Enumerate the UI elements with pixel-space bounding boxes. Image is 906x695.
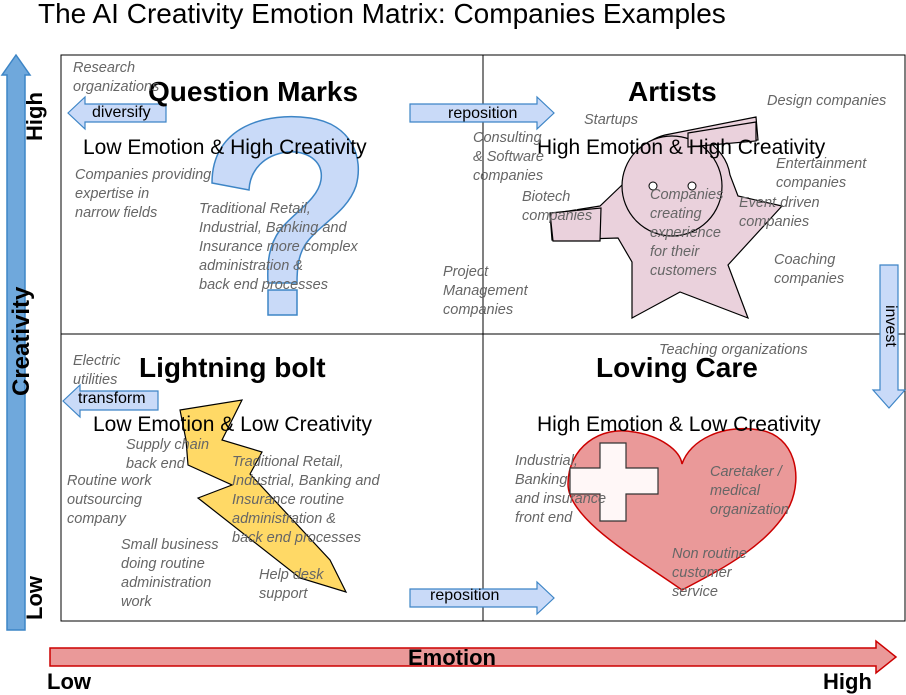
example-expertise-companies: Companies providing expertise in narrow … <box>75 167 212 221</box>
example-caretaker-medical: Caretaker / medical organization <box>710 464 789 518</box>
invest-label: invest <box>882 305 899 347</box>
question-marks-subtitle: Low Emotion & High Creativity <box>83 136 367 159</box>
loving-care-subtitle: High Emotion & Low Creativity <box>537 413 821 436</box>
lightning-bolt-icon <box>179 399 348 593</box>
example-small-business: Small business doing routine administrat… <box>121 537 219 610</box>
example-customer-service: Non routine customer service <box>672 546 747 600</box>
reposition-top-label: reposition <box>448 105 518 122</box>
example-biotech: Biotech companies <box>522 189 593 224</box>
example-teaching: Teaching organizations <box>659 342 808 358</box>
creativity-axis-arrow <box>0 53 32 631</box>
example-project-management: Project Management companies <box>443 264 528 318</box>
example-supply-chain: Supply chain back end <box>126 437 210 472</box>
medical-cross-icon <box>569 442 659 522</box>
reposition-arrow-bottom <box>409 580 555 616</box>
example-front-end: Industrial, Banking and insurance front … <box>515 453 607 526</box>
loving-care-title: Loving Care <box>596 352 758 383</box>
y-axis-low-label: Low <box>22 576 47 620</box>
example-help-desk: Help desk support <box>259 567 324 602</box>
lightning-bolt-title: Lightning bolt <box>139 352 326 383</box>
example-research-organizations: Research organizations <box>73 60 160 95</box>
y-axis-high-label: High <box>22 92 47 141</box>
transform-arrow <box>62 383 159 419</box>
reposition-bottom-label: reposition <box>430 587 500 604</box>
x-axis-high-label: High <box>823 669 872 694</box>
emotion-axis-arrow <box>49 639 898 675</box>
artists-subtitle: High Emotion & High Creativity <box>537 136 826 159</box>
example-routine-outsourcing: Routine work outsourcing company <box>67 473 152 527</box>
example-experience-companies: Companies creating experience for their … <box>650 187 724 279</box>
reposition-arrow-top <box>409 95 555 131</box>
y-axis-title: Creativity <box>8 286 35 396</box>
example-coaching: Coaching companies <box>774 252 845 287</box>
example-consulting-software: Consulting & Software companies <box>473 130 544 184</box>
example-event-driven: Event driven companies <box>739 195 820 230</box>
x-axis-title: Emotion <box>408 645 496 670</box>
lightning-bolt-subtitle: Low Emotion & Low Creativity <box>93 413 372 436</box>
example-design-companies: Design companies <box>767 93 887 109</box>
example-electric-utilities: Electric utilities <box>73 353 121 388</box>
star-figure-icon <box>549 116 784 320</box>
diversify-arrow <box>67 95 167 131</box>
artists-title: Artists <box>628 76 717 107</box>
transform-label: transform <box>78 390 146 407</box>
diversify-label: diversify <box>92 104 151 121</box>
x-axis-low-label: Low <box>47 669 91 694</box>
page-title: The AI Creativity Emotion Matrix: Compan… <box>38 0 726 29</box>
example-traditional-complex: Traditional Retail, Industrial, Banking … <box>199 201 358 293</box>
example-traditional-routine: Traditional Retail, Industrial, Banking … <box>232 454 380 546</box>
question-mark-icon <box>211 115 360 316</box>
example-entertainment: Entertainment companies <box>776 156 867 191</box>
example-startups: Startups <box>584 112 638 128</box>
invest-arrow <box>871 264 906 409</box>
question-marks-title: Question Marks <box>148 76 359 107</box>
